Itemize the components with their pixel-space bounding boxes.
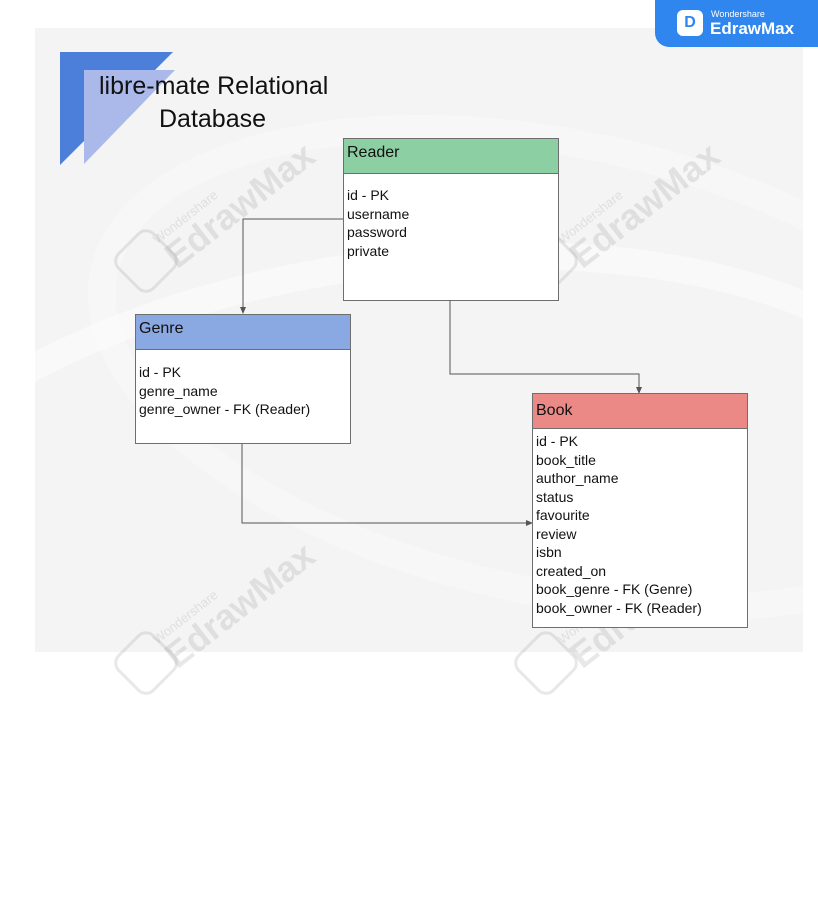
- diagram-title-line-1: libre-mate Relational: [99, 72, 329, 100]
- entity-genre-header: Genre: [136, 315, 350, 350]
- arrow-head-genre: [240, 307, 246, 314]
- connector-genre-to-book: [241, 442, 532, 524]
- arrow-head-book-top: [636, 387, 642, 394]
- entity-field: book_owner - FK (Reader): [536, 599, 702, 616]
- entity-book[interactable]: Book id - PK book_title author_name stat…: [532, 393, 748, 628]
- entity-book-name: Book: [536, 402, 573, 419]
- entity-field: genre_owner - FK (Reader): [139, 401, 311, 417]
- diagram-title-line-2: Database: [159, 105, 267, 133]
- entity-reader-fields: id - PK username password private: [344, 174, 558, 260]
- entity-field: username: [347, 205, 410, 222]
- title-decoration-shape: [60, 52, 175, 165]
- entity-field: review: [536, 525, 577, 542]
- entity-field: genre_name: [139, 382, 218, 399]
- entity-reader[interactable]: Reader id - PK username password private: [343, 138, 559, 301]
- entity-field: created_on: [536, 562, 607, 579]
- entity-reader-header: Reader: [344, 139, 558, 174]
- entity-genre[interactable]: Genre id - PK genre_name genre_owner - F…: [135, 314, 351, 444]
- entity-field: status: [536, 488, 574, 505]
- entity-genre-fields: id - PK genre_name genre_owner - FK (Rea…: [136, 350, 350, 419]
- entity-field: author_name: [536, 470, 619, 486]
- entity-field: id - PK: [347, 187, 390, 203]
- relationship-connectors: [240, 218, 642, 526]
- entity-field: private: [347, 242, 390, 259]
- edrawmax-badge[interactable]: D Wondershare EdrawMax: [655, 0, 818, 47]
- entity-field: id - PK: [536, 433, 579, 449]
- entity-field: favourite: [536, 507, 590, 523]
- connector-reader-to-book: [449, 299, 640, 393]
- arrow-head-book-left: [526, 520, 533, 526]
- edrawmax-logo-icon: D: [677, 10, 703, 36]
- entity-field: isbn: [536, 544, 562, 560]
- entity-field: password: [347, 224, 407, 240]
- entity-book-fields: id - PK book_title author_name status fa…: [533, 429, 747, 617]
- badge-brand-name: EdrawMax: [710, 19, 795, 38]
- entity-book-header: Book: [533, 394, 747, 429]
- entity-field: id - PK: [139, 364, 182, 380]
- entity-field: book_genre - FK (Genre): [536, 581, 693, 597]
- connector-reader-to-genre: [242, 218, 343, 313]
- badge-brand-small: Wondershare: [711, 9, 765, 19]
- entity-field: book_title: [536, 451, 596, 468]
- entity-genre-name: Genre: [139, 320, 184, 337]
- entity-reader-name: Reader: [347, 144, 400, 161]
